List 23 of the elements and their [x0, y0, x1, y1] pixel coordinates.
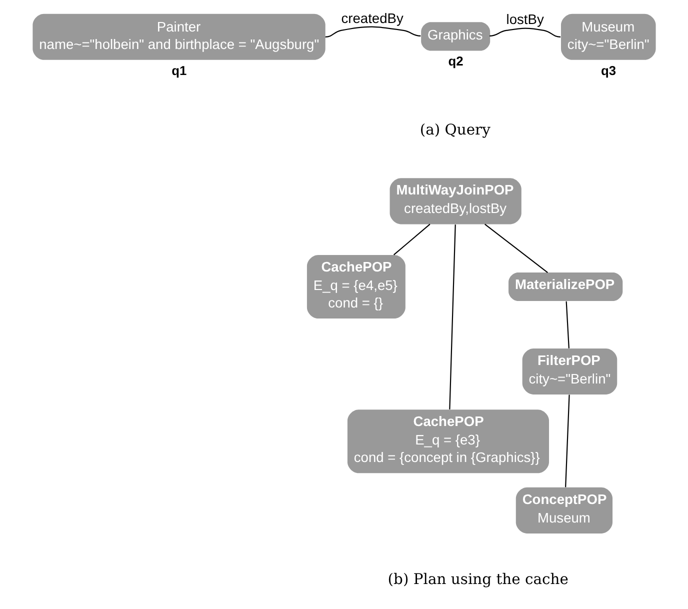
node-box: Painter name~="holbein" and birthplace = "Augsburg" [32, 14, 326, 60]
label: (b) Plan using the cache [388, 570, 568, 588]
label: (a) Query [420, 122, 490, 139]
node-label: q2 [448, 54, 464, 69]
node-box: CachePOP E_q = {e4,e5} cond = {} [306, 255, 406, 319]
edge-label: lostBy [506, 12, 544, 28]
node-box: Museum city~="Berlin" [560, 14, 656, 60]
node-box: FilterPOP city~="Berlin" [522, 348, 618, 394]
connector [566, 301, 570, 348]
node-box: MultiWayJoinPOP createdBy,lostBy [390, 178, 522, 224]
connector [449, 224, 456, 410]
edge-label: createdBy [341, 11, 404, 26]
node-box: Graphics [421, 22, 490, 51]
connector [393, 224, 430, 256]
connector [490, 28, 561, 38]
connector [565, 394, 570, 488]
node-label: q3 [601, 62, 616, 78]
connector [325, 26, 421, 38]
node-box: CachePOP E_q = {e3} cond = {concept in {Graphics}} [347, 410, 550, 474]
node-box: ConceptPOP Museum [516, 487, 613, 534]
connector [484, 224, 548, 273]
node-box: MaterializePOP [508, 272, 623, 302]
node-label: q1 [172, 62, 187, 78]
